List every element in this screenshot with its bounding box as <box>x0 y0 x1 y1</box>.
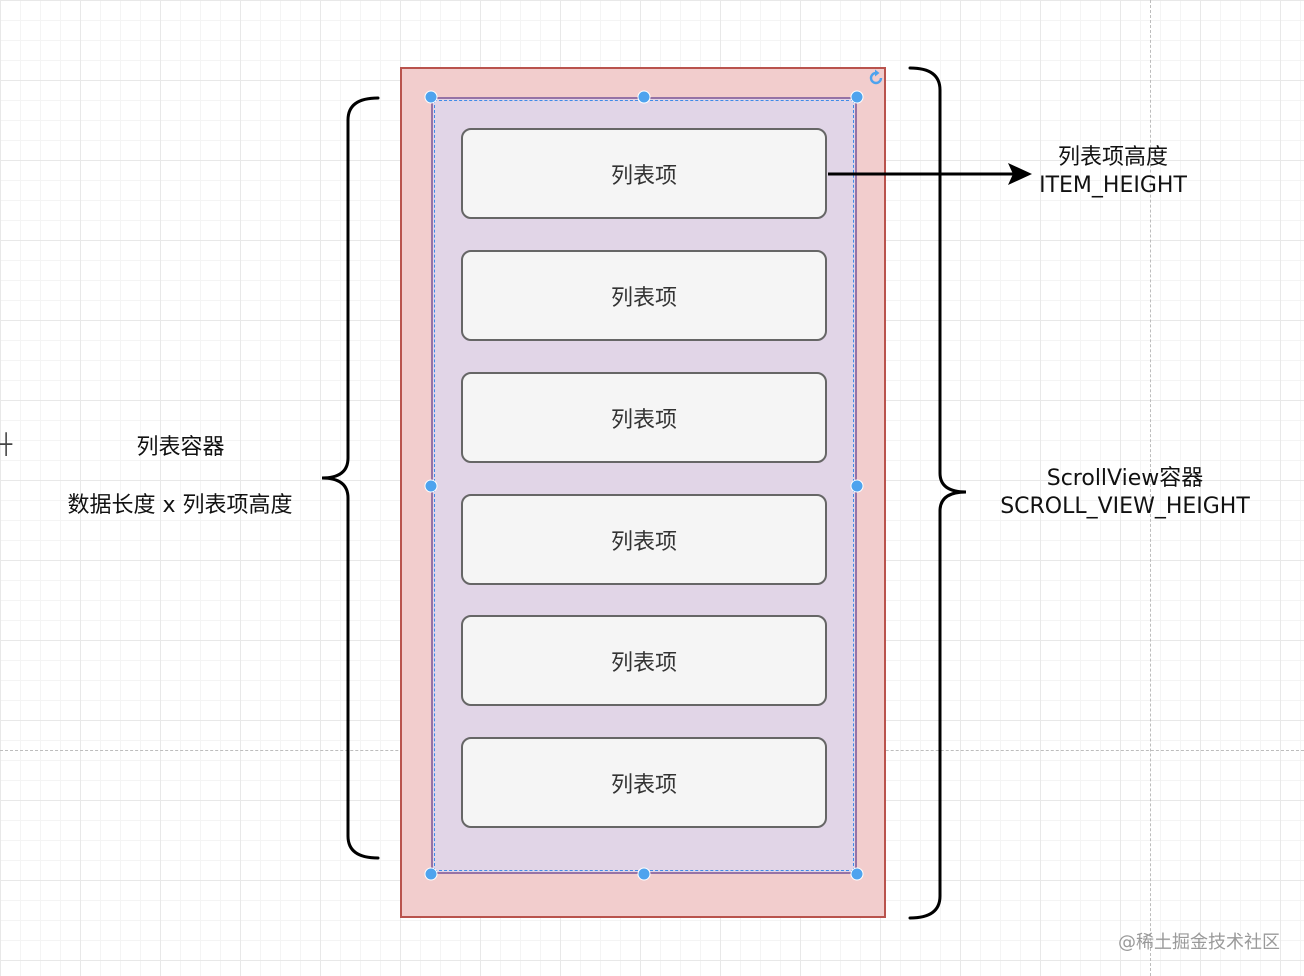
guide-line-vertical <box>1150 0 1151 976</box>
resize-handle-bottom[interactable] <box>637 867 651 881</box>
list-item-label: 列表项 <box>610 529 677 555</box>
list-item-label: 列表项 <box>610 650 677 676</box>
scrollview-container-constant: SCROLL_VIEW_HEIGHT <box>1000 494 1250 519</box>
list-item[interactable]: 列表项 <box>461 250 827 341</box>
resize-handle-top-left[interactable] <box>424 90 438 104</box>
scrollview-container-title: ScrollView容器 <box>1046 466 1204 491</box>
list-item[interactable]: 列表项 <box>461 494 827 585</box>
brace-left-icon <box>321 96 380 860</box>
list-item[interactable]: 列表项 <box>461 128 827 219</box>
list-item[interactable]: 列表项 <box>461 372 827 463</box>
list-container-formula: 数据长度 x 列表项高度 <box>67 493 293 518</box>
list-item-label: 列表项 <box>610 285 677 311</box>
scrollview-container-label: ScrollView容器 SCROLL_VIEW_HEIGHT <box>974 465 1276 521</box>
resize-handle-top-right[interactable] <box>850 90 864 104</box>
list-item-label: 列表项 <box>610 163 677 189</box>
brace-right-icon <box>908 66 967 920</box>
resize-handle-bottom-left[interactable] <box>424 867 438 881</box>
list-item[interactable]: 列表项 <box>461 615 827 706</box>
resize-handle-top[interactable] <box>637 90 651 104</box>
list-container-title: 列表容器 <box>136 435 225 460</box>
resize-handle-left[interactable] <box>424 479 438 493</box>
cursor-crosshair-icon: ┼ <box>0 432 13 456</box>
list-container-label: 列表容器 数据长度 x 列表项高度 <box>40 434 320 520</box>
resize-handle-bottom-right[interactable] <box>850 867 864 881</box>
resize-handle-right[interactable] <box>850 479 864 493</box>
item-height-constant: ITEM_HEIGHT <box>1039 173 1187 198</box>
list-item-label: 列表项 <box>610 772 677 798</box>
list-item[interactable]: 列表项 <box>461 737 827 828</box>
watermark: @稀土掘金技术社区 <box>1118 932 1280 953</box>
arrow-right-icon <box>828 163 1032 185</box>
item-height-title: 列表项高度 <box>1057 145 1168 170</box>
item-height-label: 列表项高度 ITEM_HEIGHT <box>1000 144 1226 200</box>
list-item-label: 列表项 <box>610 407 677 433</box>
rotate-icon[interactable] <box>866 68 886 88</box>
